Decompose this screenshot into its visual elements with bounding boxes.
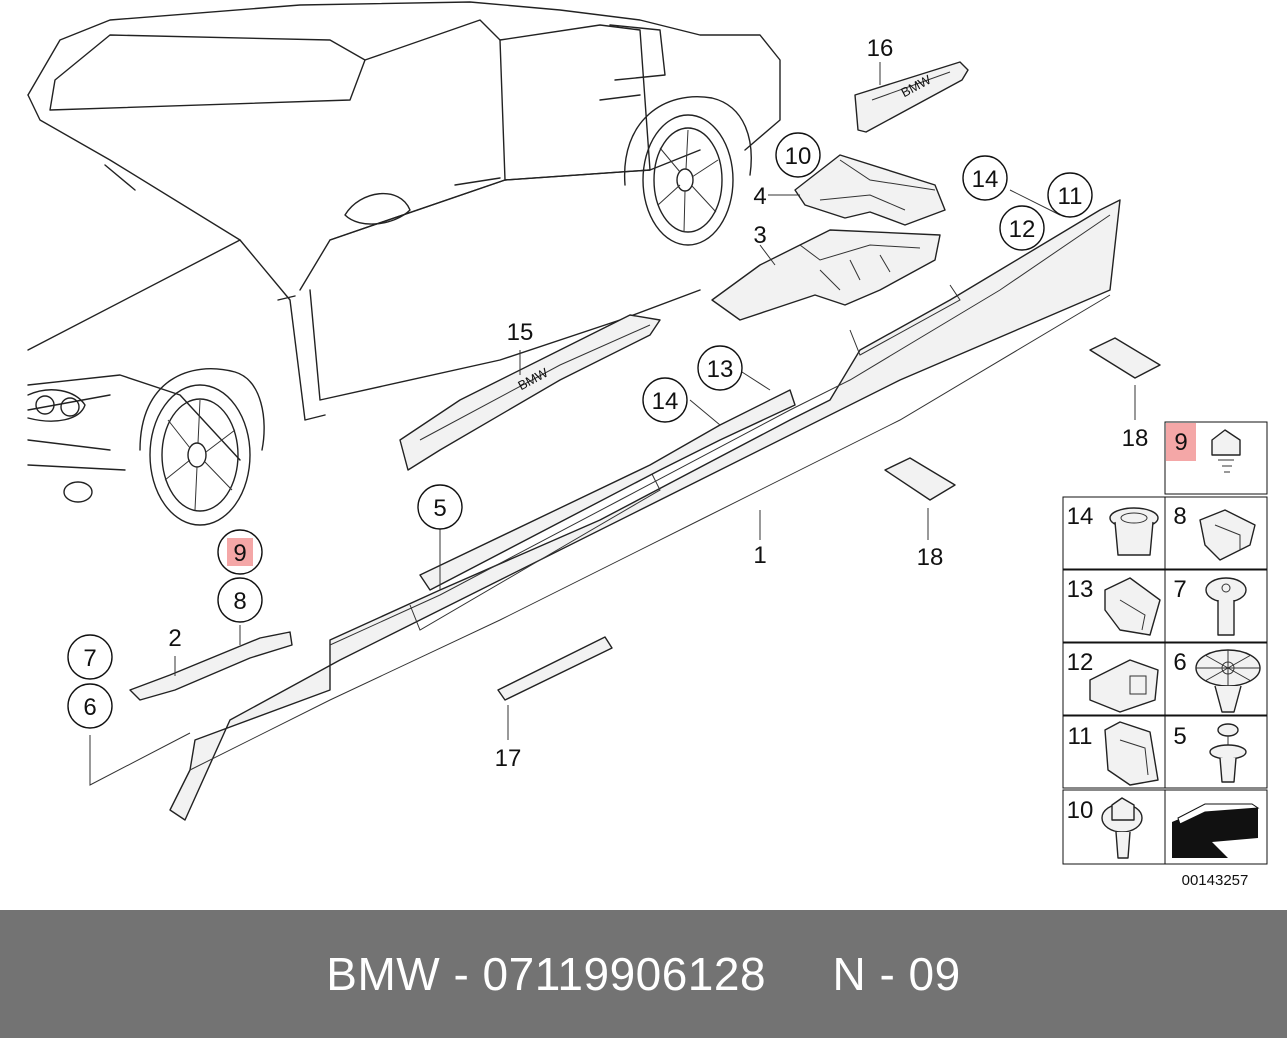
svg-text:8: 8	[233, 588, 246, 615]
svg-text:18: 18	[1122, 425, 1149, 452]
svg-text:14: 14	[652, 388, 679, 415]
label-3: 3	[753, 222, 766, 249]
label-18-mid: 18	[917, 544, 944, 571]
expansion-rivet-7-icon	[1205, 577, 1247, 636]
part-3-jack-pad	[711, 229, 941, 321]
part-1-side-sill	[169, 199, 1121, 821]
legend-label-11: 11	[1068, 723, 1093, 750]
callout-9-highlighted: 9	[217, 529, 263, 575]
legend-label-7: 7	[1173, 576, 1186, 603]
part-15-trim: BMW	[399, 314, 661, 471]
part-16-trim: BMW	[854, 61, 969, 133]
part-2-bracket	[129, 631, 293, 701]
car-illustration	[27, 1, 781, 526]
diagram-number: 00143257	[1182, 872, 1249, 889]
legend-label-5: 5	[1173, 723, 1186, 750]
push-clip-6-icon	[1195, 649, 1261, 713]
callout-7: 7	[67, 634, 113, 680]
svg-text:6: 6	[83, 694, 96, 721]
svg-text:13: 13	[707, 356, 734, 383]
svg-text:12: 12	[1009, 216, 1036, 243]
clip-8-icon	[1199, 509, 1256, 561]
svg-text:15: 15	[507, 319, 534, 346]
label-15: 15	[507, 319, 534, 346]
svg-text:9: 9	[233, 540, 246, 567]
svg-text:16: 16	[867, 35, 894, 62]
clip-13-icon	[1104, 577, 1161, 636]
svg-text:4: 4	[753, 183, 766, 210]
legend-label-6: 6	[1173, 649, 1186, 676]
svg-text:3: 3	[753, 222, 766, 249]
legend-label-12: 12	[1067, 649, 1094, 676]
legend-label-10: 10	[1067, 797, 1094, 824]
callout-10: 10	[775, 132, 821, 178]
part-18-pad-a	[884, 457, 956, 540]
label-18-right: 18	[1122, 425, 1149, 452]
leader-lines	[89, 189, 1061, 786]
part-10-bracket	[768, 154, 946, 226]
part-number-caption: BMW - 07119906128 N - 09	[326, 948, 961, 1000]
svg-text:18: 18	[917, 544, 944, 571]
clip-9-icon	[1211, 429, 1241, 473]
svg-text:7: 7	[83, 645, 96, 672]
svg-text:1: 1	[753, 542, 766, 569]
arrow-icon	[1172, 803, 1260, 858]
callout-11: 11	[1047, 172, 1093, 218]
legend-label-9: 9	[1174, 429, 1187, 456]
legend-label-8: 8	[1173, 503, 1186, 530]
footer-bar: BMW - 07119906128 N - 09	[0, 910, 1287, 1038]
callout-13: 13	[697, 345, 743, 391]
svg-text:5: 5	[433, 495, 446, 522]
callout-5: 5	[417, 484, 463, 530]
callout-8: 8	[217, 577, 263, 623]
bolt-10-icon	[1101, 797, 1143, 859]
label-17: 17	[495, 745, 522, 772]
callout-6: 6	[67, 683, 113, 729]
legend-grid: 9 14 8 13 7 12	[1062, 421, 1268, 865]
part-13-rail	[419, 389, 796, 591]
label-2: 2	[168, 625, 181, 652]
parts-diagram: BMW BMW	[27, 1, 1268, 889]
part-17-strip	[497, 636, 613, 740]
label-16: 16	[867, 35, 894, 62]
legend-label-13: 13	[1067, 576, 1094, 603]
clip-11-icon	[1104, 721, 1159, 786]
clip-12-icon	[1089, 659, 1159, 713]
svg-text:11: 11	[1058, 183, 1083, 210]
callout-14-mid: 14	[642, 377, 688, 423]
svg-text:2: 2	[168, 625, 181, 652]
callout-12: 12	[999, 205, 1045, 251]
label-1: 1	[753, 542, 766, 569]
screw-5-icon	[1209, 723, 1247, 783]
part-18-pad-b	[1089, 337, 1161, 420]
callout-14-top: 14	[962, 155, 1008, 201]
label-4: 4	[753, 183, 766, 210]
svg-text:14: 14	[972, 166, 999, 193]
grommet-14-icon	[1109, 507, 1159, 556]
legend-label-14: 14	[1067, 503, 1094, 530]
svg-text:10: 10	[785, 143, 812, 170]
svg-text:17: 17	[495, 745, 522, 772]
